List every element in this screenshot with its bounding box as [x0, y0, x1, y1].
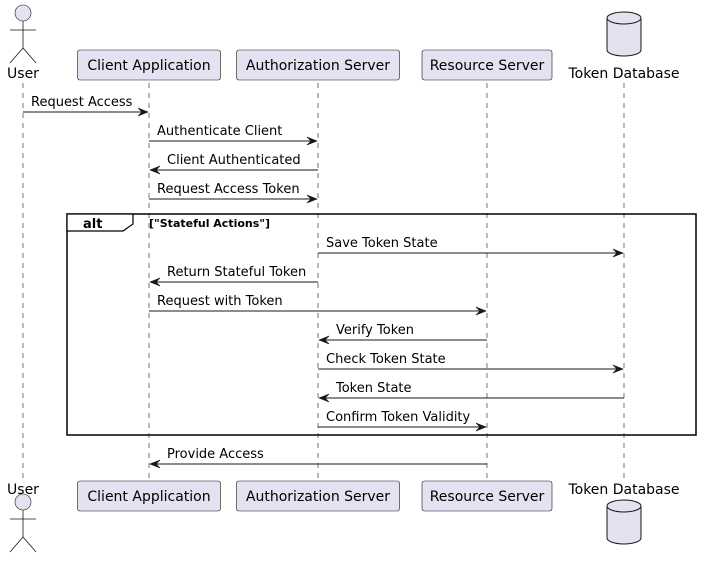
participant-heads-bottom: User Client Application Authorization Serv…	[7, 480, 680, 553]
arrowhead	[137, 107, 149, 117]
participant-tokendb-bottom: Token Database	[567, 482, 680, 545]
message: Verify Token	[318, 323, 487, 345]
message-label: Request with Token	[157, 294, 283, 309]
message: Confirm Token Validity	[318, 410, 487, 432]
participant-label: User	[7, 482, 39, 498]
arrowhead	[306, 136, 318, 146]
message: Authenticate Client	[149, 124, 318, 146]
message-label: Provide Access	[167, 447, 264, 462]
lifelines	[22, 83, 625, 481]
participant-label: Authorization Server	[246, 489, 390, 505]
database-icon	[606, 11, 642, 57]
message-label: Client Authenticated	[167, 153, 301, 168]
message: Token State	[318, 381, 624, 403]
message-label: Confirm Token Validity	[326, 410, 471, 425]
message: Provide Access	[149, 447, 487, 469]
participant-label: Resource Server	[430, 489, 545, 505]
participant-client-top: Client Application	[77, 49, 221, 81]
participant-auth-top: Authorization Server	[236, 49, 400, 81]
participant-label: Authorization Server	[246, 58, 390, 74]
participant-tokendb-top: Token Database	[567, 11, 680, 82]
message-label: Request Access	[31, 95, 133, 110]
message: Client Authenticated	[149, 153, 318, 175]
arrowhead	[318, 335, 330, 345]
alt-fragment: alt ["Stateful Actions"]	[66, 213, 697, 436]
arrowhead	[475, 306, 487, 316]
participant-label: Resource Server	[430, 58, 545, 74]
fragment-box	[66, 213, 697, 436]
fragment-operator: alt	[83, 217, 102, 232]
participant-resource-bottom: Resource Server	[421, 480, 553, 512]
participant-resource-top: Resource Server	[421, 49, 553, 81]
message: Request with Token	[149, 294, 487, 316]
participant-box	[236, 480, 400, 512]
database-icon	[606, 499, 642, 545]
participant-auth-bottom: Authorization Server	[236, 480, 400, 512]
participant-box	[236, 49, 400, 81]
arrowhead	[149, 277, 161, 287]
message-label: Token State	[335, 381, 412, 396]
participant-heads-top: User Client Application Authorization Serv…	[7, 4, 680, 82]
message: Return Stateful Token	[149, 265, 318, 287]
participant-label: Client Application	[87, 58, 210, 74]
message: Check Token State	[318, 352, 624, 374]
participant-box	[77, 49, 221, 81]
arrowhead	[149, 165, 161, 175]
message-label: Check Token State	[326, 352, 446, 367]
participant-box	[421, 49, 553, 81]
arrowhead	[612, 248, 624, 258]
message-label: Return Stateful Token	[167, 265, 306, 280]
participant-label: User	[7, 66, 39, 82]
message-label: Request Access Token	[157, 182, 300, 197]
message-label: Save Token State	[326, 236, 438, 251]
participant-user-top: User	[7, 4, 39, 82]
arrowhead	[306, 194, 318, 204]
participant-label: Token Database	[567, 482, 679, 498]
fragment-guard: ["Stateful Actions"]	[149, 217, 270, 230]
message: Request Access Token	[149, 182, 318, 204]
message-label: Authenticate Client	[157, 124, 282, 139]
participant-label: Client Application	[87, 489, 210, 505]
participant-box	[421, 480, 553, 512]
participant-client-bottom: Client Application	[77, 480, 221, 512]
participant-label: Token Database	[567, 66, 679, 82]
arrowhead	[149, 459, 161, 469]
message-label: Verify Token	[336, 323, 414, 338]
arrowhead	[318, 393, 330, 403]
actor-icon	[9, 493, 37, 553]
message: Request Access	[23, 95, 149, 117]
message: Save Token State	[318, 236, 624, 258]
participant-user-bottom: User	[7, 482, 39, 553]
actor-icon	[9, 4, 37, 64]
arrowhead	[612, 364, 624, 374]
fragment-tab	[66, 213, 134, 232]
arrowhead	[475, 422, 487, 432]
participant-box	[77, 480, 221, 512]
